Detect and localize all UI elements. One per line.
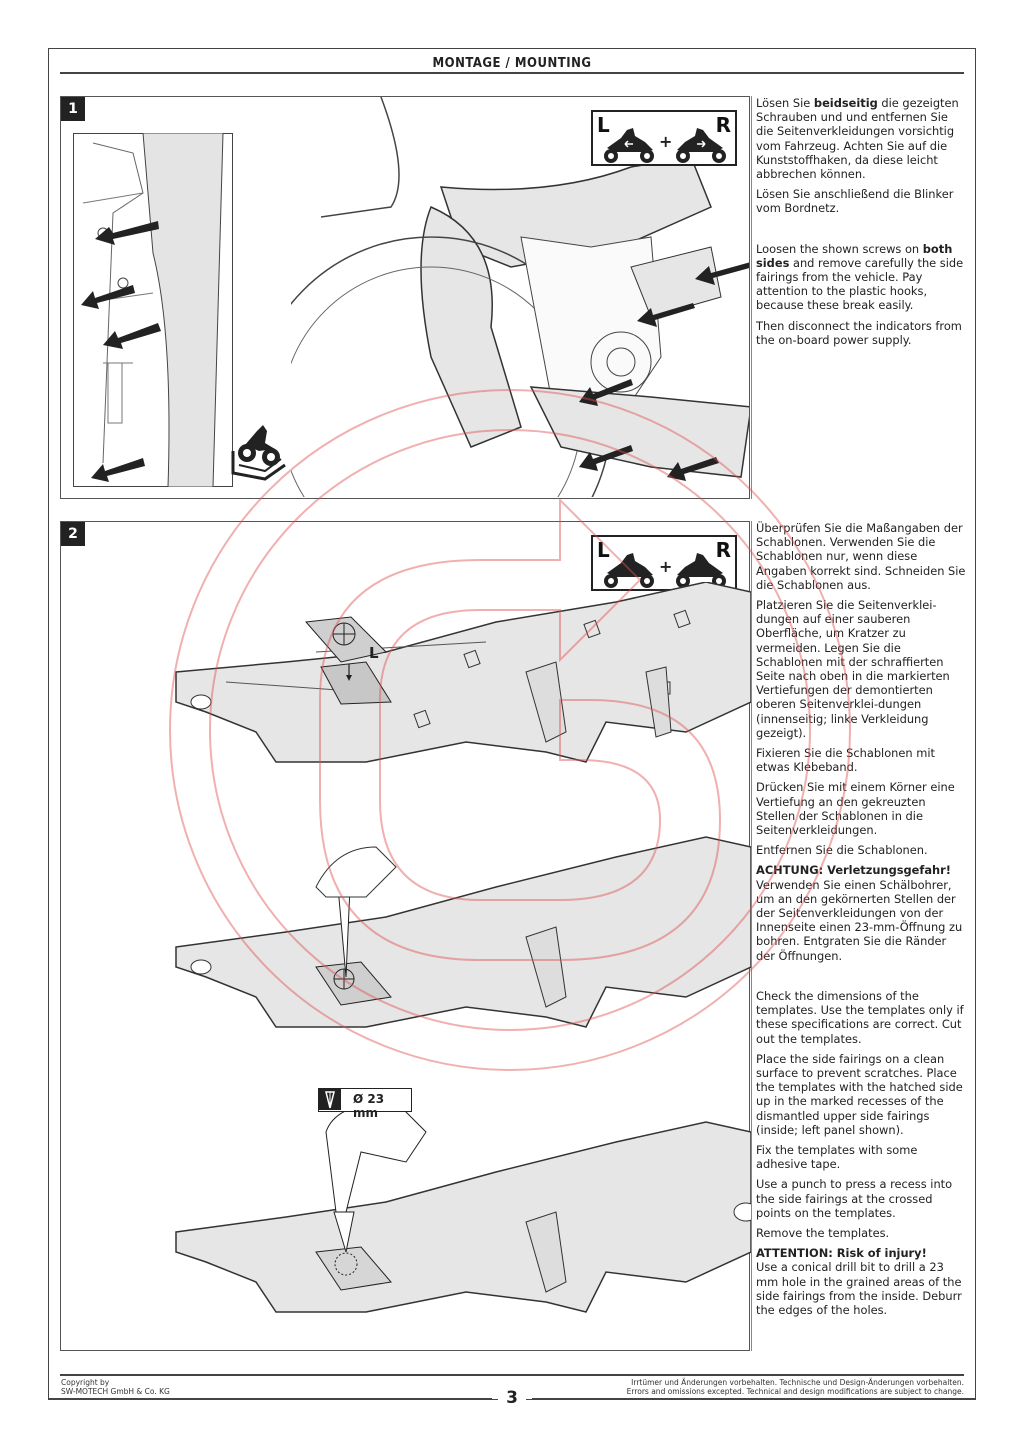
step-2-de-paragraph-4: Drücken Sie mit einem Körner eine Vertie… bbox=[756, 780, 955, 838]
warning-title-en: ATTENTION: Risk of injury! bbox=[756, 1246, 927, 1261]
step-2-en-paragraph-3: Fix the templates with some adhesive tap… bbox=[756, 1142, 918, 1172]
step-1-de-paragraph-2: Lösen Sie anschließend die Blinker vom B… bbox=[756, 187, 954, 216]
plus-sign: + bbox=[659, 557, 673, 576]
page-number-line-right bbox=[532, 1398, 976, 1400]
template-L bbox=[304, 616, 392, 705]
page-title: MONTAGE / MOUNTING bbox=[432, 56, 592, 71]
page-number-line-left bbox=[48, 1398, 492, 1400]
step-number-2: 2 bbox=[61, 522, 85, 546]
hand bbox=[315, 846, 397, 898]
step-2-text-rule bbox=[751, 521, 752, 1351]
step-1-instructions: Lösen Sie beidseitig die gezeigten Schra… bbox=[756, 96, 968, 353]
step-2-instructions: Überprüfen Sie die Maßangaben der Schabl… bbox=[756, 521, 968, 1323]
detail-inset-illustration bbox=[73, 133, 233, 487]
conical-drill-bit-icon bbox=[319, 1089, 341, 1110]
copyright: Copyright by SW-MOTECH GmbH & Co. KG bbox=[61, 1378, 170, 1396]
right-side-label: R bbox=[715, 113, 731, 137]
drill-size-label: Ø 23 mm bbox=[353, 1092, 385, 1120]
step-2-en-paragraph-4: Use a punch to press a recess into the s… bbox=[756, 1177, 953, 1220]
conical-drill-bit bbox=[333, 1211, 355, 1253]
motorcycle-right-icon bbox=[676, 128, 726, 163]
step-1-text-rule bbox=[751, 96, 752, 499]
step-2-en-paragraph-1: Check the dimensions of the templates. U… bbox=[756, 988, 964, 1046]
step-1-illustration: 1 bbox=[60, 96, 750, 499]
plus-sign: + bbox=[659, 132, 673, 151]
step-2-de-warning: ACHTUNG: Verletzungsgefahr!Verwenden Sie… bbox=[756, 863, 963, 963]
motorcycle-left-icon bbox=[604, 553, 654, 588]
step-2-de-paragraph-1: Überprüfen Sie die Maßangaben der Schabl… bbox=[756, 521, 966, 592]
both-sides-badge: L R + bbox=[591, 110, 737, 166]
page-number: 3 bbox=[498, 1388, 526, 1408]
motorcycle-side-fairing-illustration bbox=[291, 97, 749, 497]
warning-title-de: ACHTUNG: Verletzungsgefahr! bbox=[756, 863, 951, 878]
step-2-de-paragraph-3: Fixieren Sie die Schablonen mit etwas Kl… bbox=[756, 746, 935, 775]
hook-marks bbox=[413, 609, 691, 729]
step-2-illustration: 2 L R + bbox=[60, 521, 751, 1351]
right-side-label: R bbox=[715, 538, 731, 562]
step-1-en-paragraph-2: Then disconnect the indicators from the … bbox=[756, 318, 962, 347]
left-side-label: L bbox=[597, 538, 610, 562]
step-2-en-paragraph-5: Remove the templates. bbox=[756, 1225, 890, 1240]
step-2-en-paragraph-2: Place the side fairings on a clean surfa… bbox=[756, 1051, 963, 1137]
motorcycle-right-icon bbox=[676, 553, 726, 588]
step-2-de-paragraph-5: Entfernen Sie die Schablonen. bbox=[756, 843, 928, 858]
left-side-label: L bbox=[597, 113, 610, 137]
both-sides-badge-2: L R + bbox=[591, 535, 737, 591]
step-1-en-paragraph-1: Loosen the shown screws on both sides an… bbox=[756, 241, 964, 313]
disclaimer: Irrtümer und Änderungen vorbehalten. Tec… bbox=[626, 1378, 964, 1396]
removal-arrows bbox=[81, 221, 161, 482]
fairing-drill-step bbox=[175, 1102, 751, 1313]
fairing-punch-step bbox=[175, 836, 751, 1028]
drill-size-badge: Ø 23 mm bbox=[318, 1088, 412, 1120]
step-2-de-paragraph-2: Platzieren Sie die Seitenverklei-dungen … bbox=[756, 598, 950, 740]
template-label: L bbox=[369, 644, 379, 662]
step-1-de-paragraph-1: Lösen Sie beidseitig die gezeigten Schra… bbox=[756, 96, 959, 182]
fairing-template-placement: L bbox=[175, 582, 751, 763]
footer-rule bbox=[60, 1374, 964, 1376]
page-title-bar: MONTAGE / MOUNTING bbox=[60, 52, 964, 74]
screw-removal-arrows bbox=[579, 262, 749, 481]
step-2-en-warning: ATTENTION: Risk of injury!Use a conical … bbox=[756, 1246, 962, 1317]
motorcycle-left-icon bbox=[604, 128, 654, 163]
step-number-1: 1 bbox=[61, 97, 85, 121]
motorcycle-stand-icon bbox=[231, 425, 286, 481]
